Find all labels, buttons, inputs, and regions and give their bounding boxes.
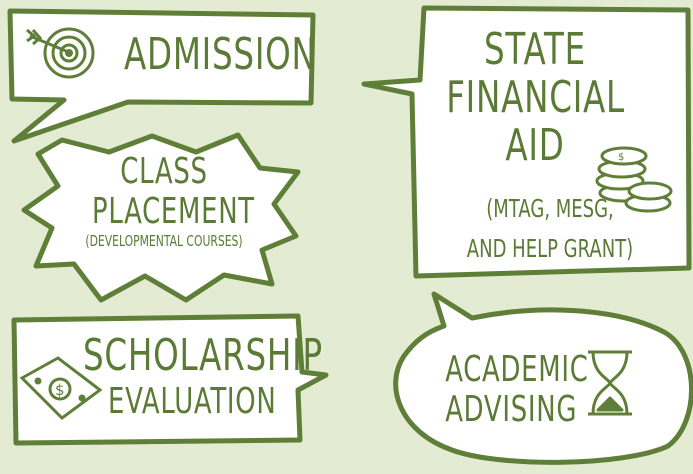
- scholarship-bubble: [11, 313, 329, 446]
- state-aid-note2: AND HELP GRANT): [466, 234, 634, 263]
- class-placement-line2: PLACEMENT: [92, 191, 255, 232]
- scholarship-line1: SCHOLARSHIP: [83, 330, 323, 381]
- target-icon: [26, 27, 95, 79]
- admission-label: ADMISSION: [124, 29, 317, 80]
- hourglass-icon: [588, 350, 632, 416]
- scholarship-line2: EVALUATION: [108, 381, 277, 422]
- class-placement-line1: CLASS: [120, 151, 208, 192]
- state-aid-note1: (MTAG, MESG,: [486, 194, 614, 223]
- advising-line2: ADVISING: [445, 389, 578, 430]
- state-aid-line1: STATE: [484, 24, 586, 75]
- state-aid-line3: AID: [505, 120, 565, 171]
- class-placement-burst: [21, 132, 301, 303]
- coins-icon: $: [595, 146, 673, 213]
- class-placement-note: (DEVELOPMENTAL COURSES): [85, 232, 243, 250]
- svg-text:$: $: [618, 152, 624, 163]
- advising-line1: ACADEMIC: [445, 349, 589, 390]
- money-bill-icon: $: [19, 356, 103, 420]
- svg-text:$: $: [55, 381, 65, 399]
- state-aid-bubble: [361, 5, 692, 279]
- state-aid-line2: FINANCIAL: [446, 72, 625, 123]
- advising-bubble: [393, 291, 693, 465]
